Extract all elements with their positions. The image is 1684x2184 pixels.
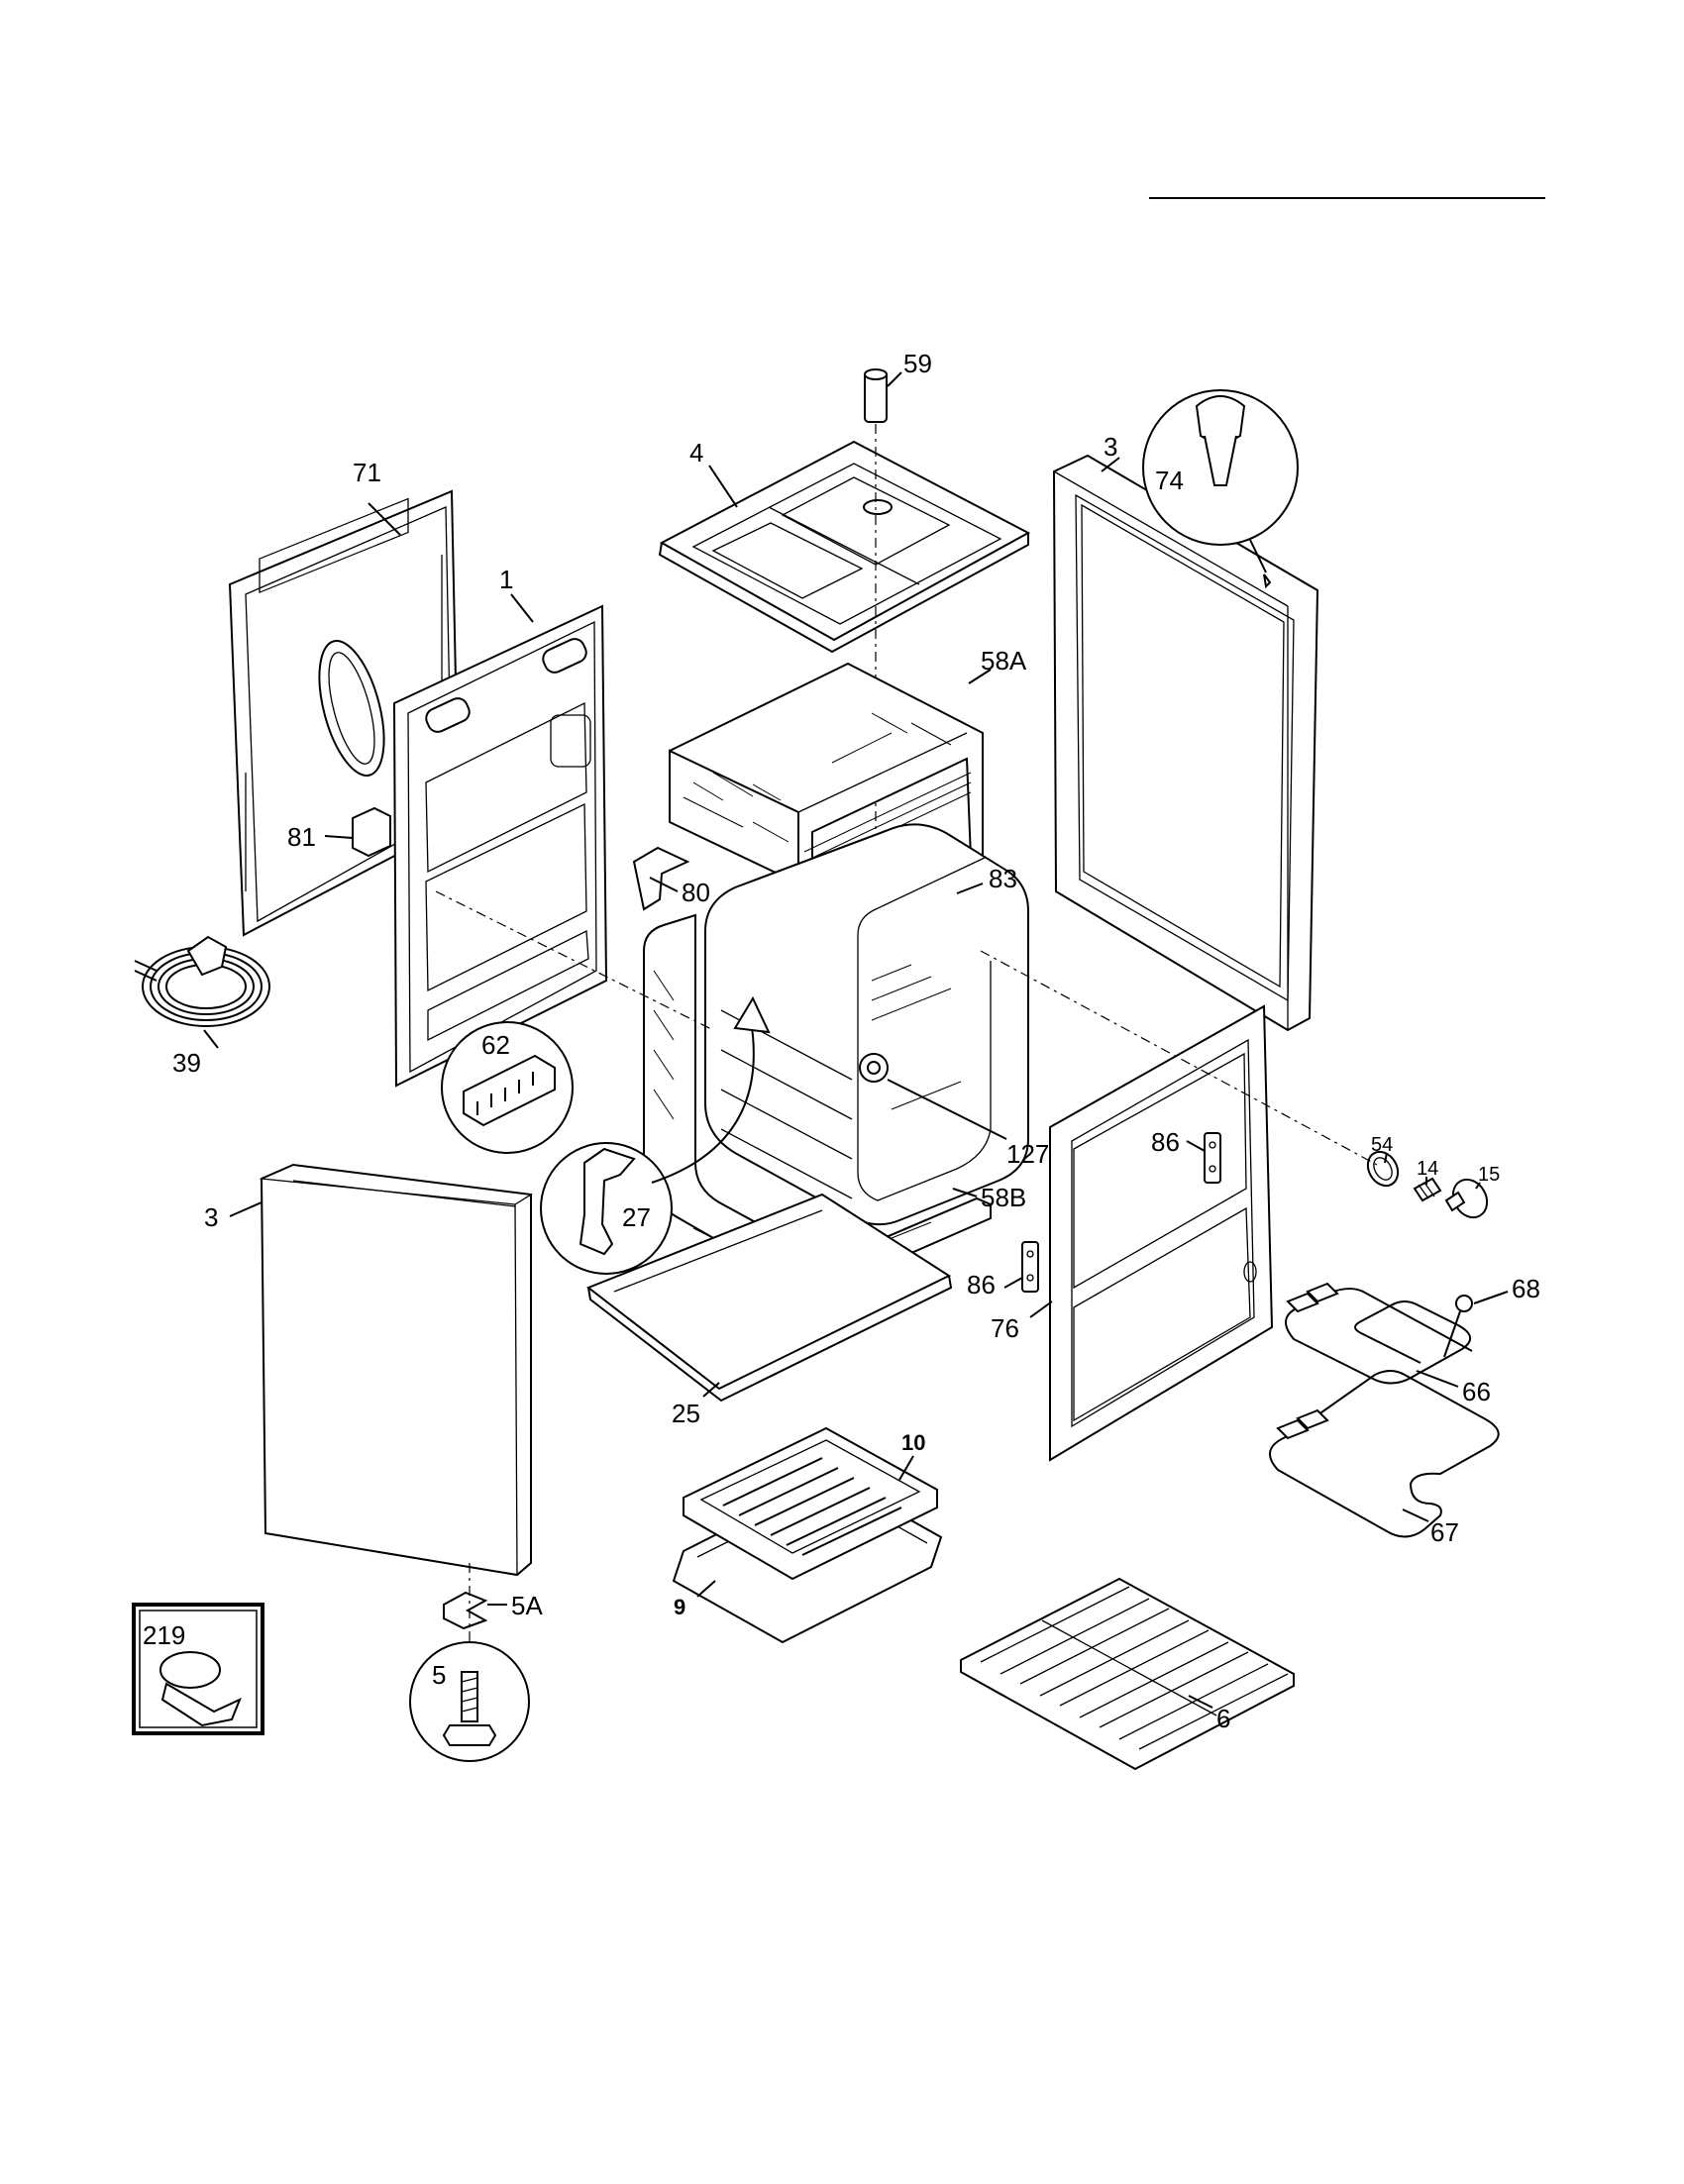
part-59-pin[interactable] <box>864 368 888 423</box>
callout-86-upper: 86 <box>1151 1127 1180 1157</box>
callout-86-lower: 86 <box>967 1270 996 1300</box>
leader-light-axis <box>980 950 1378 1166</box>
callout-74: 74 <box>1155 466 1184 495</box>
callout-9: 9 <box>674 1595 685 1619</box>
callout-39: 39 <box>172 1048 201 1078</box>
callout-14: 14 <box>1417 1158 1438 1180</box>
part-3-left-side-panel[interactable] <box>259 1163 533 1577</box>
part-86-hinge-upper[interactable] <box>1204 1132 1221 1184</box>
callout-83: 83 <box>989 864 1017 893</box>
callout-219: 219 <box>143 1620 185 1650</box>
part-5-leveling-leg-detail[interactable] <box>409 1641 530 1762</box>
callout-10: 10 <box>901 1430 925 1455</box>
callout-80: 80 <box>682 878 710 907</box>
callout-62: 62 <box>481 1030 510 1060</box>
callout-76: 76 <box>991 1313 1019 1343</box>
callout-27: 27 <box>622 1202 651 1232</box>
part-76-front-frame[interactable] <box>1049 1004 1274 1462</box>
part-74-knob-detail[interactable] <box>1142 389 1299 589</box>
part-81-bracket[interactable] <box>352 806 391 858</box>
part-6-oven-rack[interactable] <box>960 1577 1295 1771</box>
callout-5A: 5A <box>511 1591 543 1620</box>
callout-81: 81 <box>287 822 316 852</box>
callout-68: 68 <box>1512 1274 1540 1303</box>
part-67-bake-element[interactable] <box>1269 1370 1500 1538</box>
callout-66: 66 <box>1462 1377 1491 1406</box>
part-83-oven-liner[interactable] <box>704 823 1029 1226</box>
part-219-thermostat-box[interactable] <box>132 1603 264 1735</box>
leader-back-axis <box>435 890 714 1031</box>
callout-3-left: 3 <box>204 1202 218 1232</box>
callout-58B: 58B <box>981 1183 1026 1212</box>
callout-5: 5 <box>432 1660 446 1690</box>
part-3-right-side-panel[interactable] <box>1052 454 1319 1032</box>
part-86-hinge-lower[interactable] <box>1021 1241 1039 1293</box>
part-68-retainer-pin[interactable] <box>1443 1295 1473 1358</box>
part-15-light-bulb[interactable] <box>1444 1174 1494 1224</box>
part-54-light-ring[interactable] <box>1362 1146 1404 1191</box>
callout-1: 1 <box>499 565 513 594</box>
callout-71: 71 <box>353 458 381 487</box>
part-4-top-panel[interactable] <box>658 440 1031 654</box>
part-25-bottom-panel[interactable] <box>586 1193 953 1403</box>
part-10-broiler-grid[interactable] <box>683 1426 938 1581</box>
part-66-broil-element[interactable] <box>1285 1282 1473 1385</box>
callout-127: 127 <box>1006 1139 1049 1169</box>
part-1-inner-back-panel[interactable] <box>392 604 608 1088</box>
part-39-power-cord[interactable] <box>134 935 270 1027</box>
callout-25: 25 <box>672 1399 700 1428</box>
callout-15: 15 <box>1478 1164 1500 1186</box>
callout-4: 4 <box>689 438 703 468</box>
callout-54: 54 <box>1371 1134 1393 1156</box>
leader-lines <box>203 371 1509 1709</box>
callout-59: 59 <box>903 349 932 378</box>
callout-labels: 59 4 71 1 3 74 58A 81 80 83 39 62 127 86… <box>143 349 1540 1733</box>
callout-58A: 58A <box>981 646 1027 676</box>
part-27-clip-detail[interactable] <box>540 995 771 1275</box>
callout-3-top: 3 <box>1104 432 1117 462</box>
part-80-clip[interactable] <box>632 846 690 911</box>
callout-67: 67 <box>1430 1517 1459 1547</box>
part-58A-upper-insulation[interactable] <box>669 662 984 885</box>
part-62-terminal-block-detail[interactable] <box>441 1021 574 1154</box>
callout-6: 6 <box>1216 1704 1230 1733</box>
part-5A-leveler-bracket[interactable] <box>443 1591 488 1630</box>
